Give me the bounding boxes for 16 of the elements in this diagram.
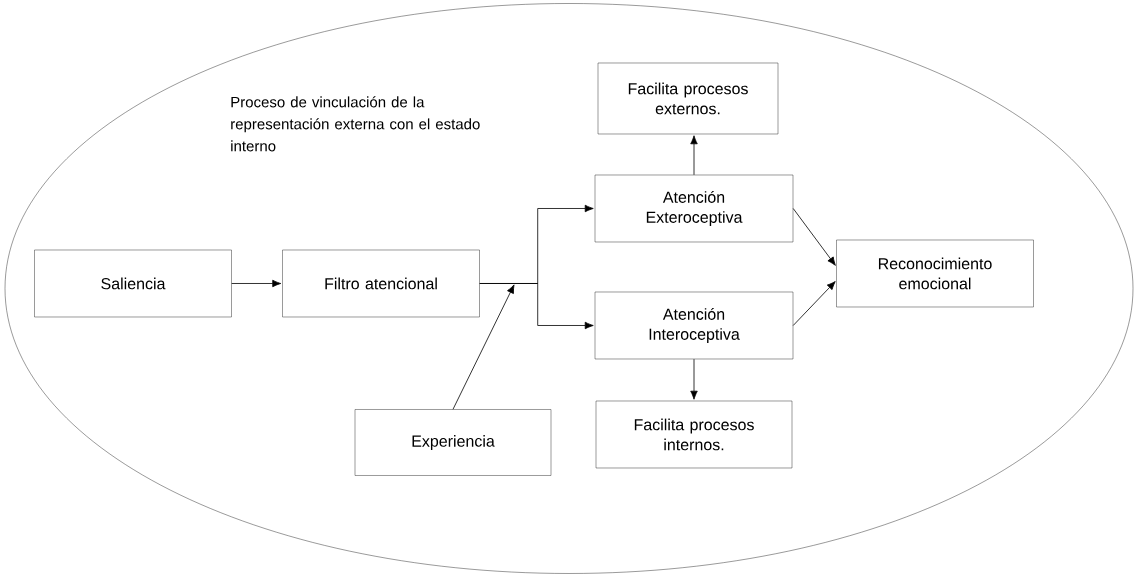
arrow — [690, 135, 698, 176]
process-box: Facilita procesos externos. — [597, 62, 779, 135]
arrow — [479, 283, 594, 330]
arrow — [231, 279, 282, 288]
arrow — [792, 281, 836, 326]
process-box: Atención Exteroceptiva — [594, 174, 794, 243]
arrow — [452, 284, 515, 410]
arrow — [690, 358, 698, 400]
heading-text: Proceso de vinculación de la representación externa con el estado interno — [231, 96, 480, 152]
process-box: Atención Interoceptiva — [594, 291, 794, 360]
process-box: Experiencia — [354, 409, 552, 476]
process-box: Facilita procesos internos. — [595, 400, 793, 469]
arrow — [792, 208, 836, 266]
process-box: Filtro atencional — [282, 249, 480, 318]
process-box: Reconocimiento emocional — [836, 239, 1034, 308]
process-box: Saliencia — [34, 249, 232, 318]
